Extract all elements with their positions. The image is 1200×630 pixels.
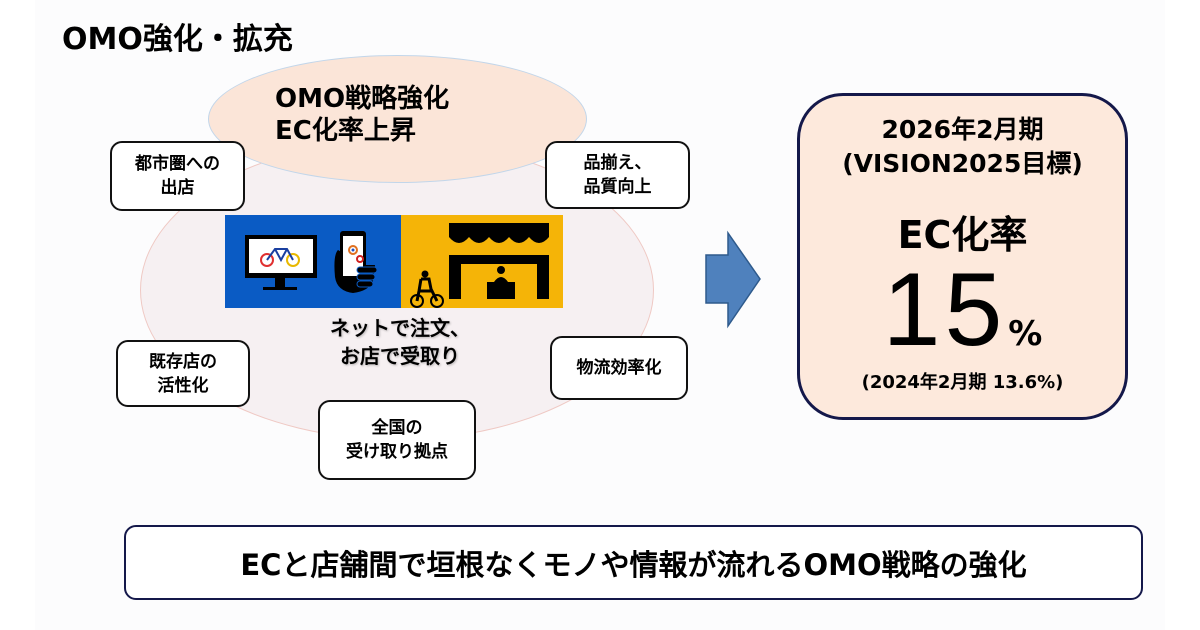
initiative-text: 受け取り拠点 [346,442,448,462]
right-arrow-icon [705,230,761,329]
store-panel [401,215,563,308]
smartphone-hand-icon [334,231,378,293]
previous-value: (2024年2月期 13.6%) [861,372,1064,393]
initiative-pickup-points: 全国の受け取り拠点 [318,400,476,480]
initiative-existing-stores: 既存店の活性化 [116,340,250,407]
shop-clerk-icon [487,266,515,299]
page-title: OMO強化・拡充 [62,22,293,57]
target-label: EC化率 [897,213,1028,257]
initiative-text: 既存店の [149,351,217,372]
strategy-text: OMO戦略強化 EC化率上昇 [275,83,449,147]
strategy-line-2: EC化率上昇 [275,116,416,146]
omo-illustration [225,215,563,308]
initiative-text: 都市圏への [135,154,220,174]
initiative-text: 物流効率化 [576,358,662,378]
strategy-line-1: OMO戦略強化 [275,84,450,114]
target-period: 2026年2月期 [881,115,1044,144]
initiative-assortment-quality: 品揃え、品質向上 [545,141,690,209]
initiative-text: 全国の [371,418,423,438]
online-panel [225,215,401,308]
ec-ratio-target-card [797,93,1128,420]
initiative-text: 出店 [160,178,195,198]
monitor-bicycle-icon [245,231,378,293]
storefront-icon [410,223,549,308]
initiative-logistics: 物流効率化 [550,336,688,400]
strategy-ellipse [208,55,587,183]
target-value-unit: % [1008,314,1043,354]
summary-box: ECと店舗間で垣根なくモノや情報が流れるOMO戦略の強化 [124,525,1143,600]
initiative-text: 品揃え、 [583,153,652,173]
initiative-text: 品質向上 [583,177,652,197]
caption-line-1: ネットで注文、 [330,316,470,340]
initiative-urban-stores: 都市圏への出店 [110,141,245,211]
omo-caption: ネットで注文、 お店で受取り [300,314,500,370]
target-value: 15% [797,255,1128,365]
summary-text: ECと店舗間で垣根なくモノや情報が流れるOMO戦略の強化 [240,547,1027,582]
initiative-text: 活性化 [157,375,209,396]
caption-line-2: お店で受取り [340,344,460,368]
target-plan: (VISION2025目標) [842,149,1083,178]
cyclist-icon [410,270,444,308]
target-value-number: 15 [882,252,1007,368]
